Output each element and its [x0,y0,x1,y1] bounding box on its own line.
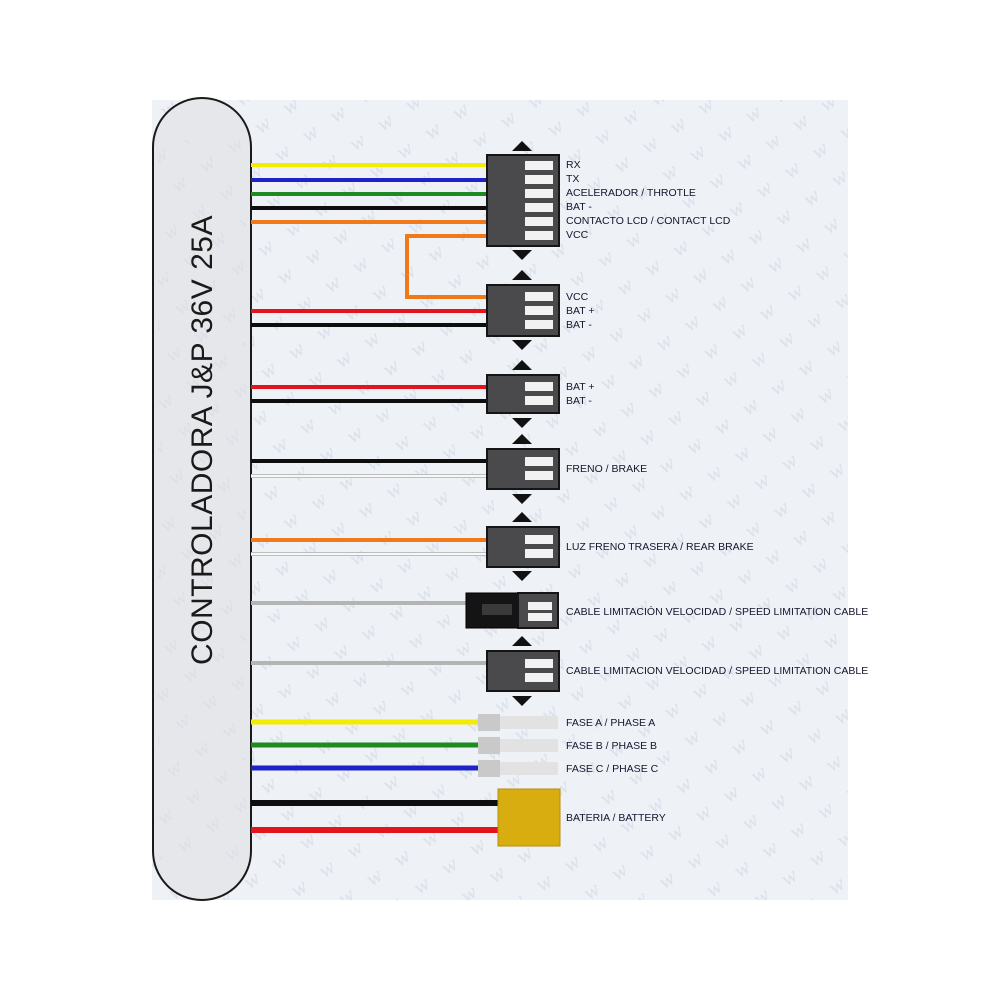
connector-speed-limit-2 [486,636,560,706]
label-throttle: ACELERADOR / THROTLE [566,187,696,199]
connector-phases [478,714,558,777]
label-phase-b: FASE B / PHASE B [566,740,658,752]
label-rx: RX [566,159,581,171]
controller-title: CONTROLADORA J&P 36V 25A [186,215,219,665]
label-vcc-2: VCC [566,291,589,303]
connector-main-6pin [486,141,560,260]
connector-battery-xt60 [497,788,561,847]
connector-rear-brake [486,512,560,581]
label-tx: TX [566,173,580,185]
label-battery: BATERIA / BATTERY [566,812,666,824]
label-phase-a: FASE A / PHASE A [566,717,656,729]
label-brake: FRENO / BRAKE [566,463,648,475]
label-phase-c: FASE C / PHASE C [566,763,659,775]
connector-bat-2pin [486,360,560,428]
label-vcc: VCC [566,229,589,241]
label-speed-limit-2: CABLE LIMITACION VELOCIDAD / SPEED LIMIT… [566,665,869,677]
label-contact-lcd: CONTACTO LCD / CONTACT LCD [566,215,731,227]
label-bat-minus: BAT - [566,201,592,213]
wire-orange-vcc-loop [405,234,488,299]
label-bat-minus-3: BAT - [566,395,592,407]
label-rear-brake: LUZ FRENO TRASERA / REAR BRAKE [566,541,754,553]
controller-watermark [158,140,246,860]
label-bat-plus: BAT + [566,305,595,317]
connector-power-3pin [486,270,560,350]
label-bat-minus-2: BAT - [566,319,592,331]
connector-brake [486,434,560,504]
label-bat-plus-2: BAT + [566,381,595,393]
label-speed-limit-1: CABLE LIMITACIÓN VELOCIDAD / SPEED LIMIT… [566,606,869,618]
connector-speed-limit-1 [465,592,559,629]
